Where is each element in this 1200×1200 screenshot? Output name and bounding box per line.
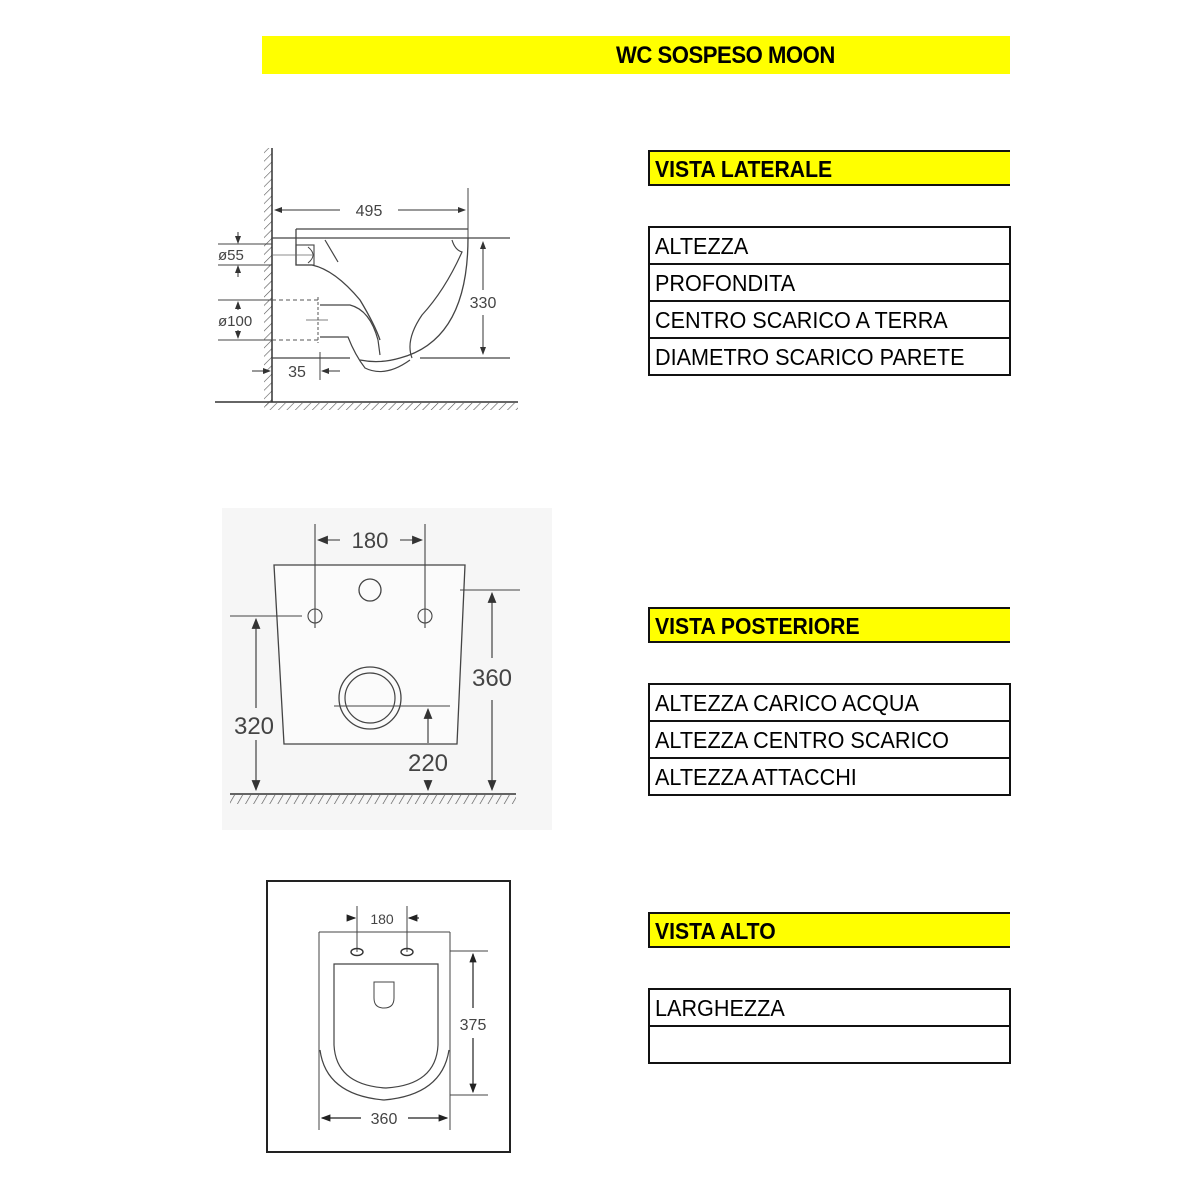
outlet-height-dimension: 220 xyxy=(408,750,448,777)
depth-dimension: 495 xyxy=(356,203,383,220)
spec-row xyxy=(650,1027,1009,1062)
outlet-diameter-dimension: ø100 xyxy=(218,313,252,330)
spec-label: ALTEZZA CENTRO SCARICO xyxy=(655,727,949,753)
section-heading-rear-view: VISTA POSTERIORE xyxy=(648,607,1010,643)
width-dimension: 360 xyxy=(371,1111,398,1128)
spec-label: CENTRO SCARICO A TERRA xyxy=(655,307,948,333)
side-view-drawing: 495 ø55 ø100 330 35 xyxy=(215,148,518,410)
spec-table-rear-view: ALTEZZA CARICO ACQUA ALTEZZA CENTRO SCAR… xyxy=(648,683,1011,796)
top-fixing-spacing-dimension: 180 xyxy=(370,911,394,927)
section-heading-top-view: VISTA ALTO xyxy=(648,912,1010,948)
fixing-spacing-dimension: 180 xyxy=(352,528,389,553)
spec-row: ALTEZZA CARICO ACQUA xyxy=(650,685,1009,722)
spec-row: CENTRO SCARICO A TERRA xyxy=(650,302,1009,339)
fixing-height-dimension: 320 xyxy=(234,713,274,740)
spec-row: ALTEZZA ATTACCHI xyxy=(650,759,1009,794)
inlet-diameter-dimension: ø55 xyxy=(218,247,244,264)
spec-label: ALTEZZA CARICO ACQUA xyxy=(655,690,919,716)
spec-label: PROFONDITA xyxy=(655,270,796,296)
spec-row: LARGHEZZA xyxy=(650,990,1009,1027)
spec-label: DIAMETRO SCARICO PARETE xyxy=(655,344,965,370)
rear-view-drawing: 180 320 360 220 xyxy=(222,508,552,830)
spec-label: ALTEZZA ATTACCHI xyxy=(655,764,857,790)
section-heading-text: VISTA LATERALE xyxy=(655,156,833,182)
section-heading-text: VISTA POSTERIORE xyxy=(655,613,860,639)
spec-row: PROFONDITA xyxy=(650,265,1009,302)
spec-row: ALTEZZA CENTRO SCARICO xyxy=(650,722,1009,759)
length-dimension: 375 xyxy=(460,1017,487,1034)
spec-row: DIAMETRO SCARICO PARETE xyxy=(650,339,1009,374)
top-view-drawing: 180 375 360 xyxy=(266,880,511,1153)
spec-label: ALTEZZA xyxy=(655,233,749,259)
document-title: WC SOSPESO MOON xyxy=(616,42,835,69)
section-heading-side-view: VISTA LATERALE xyxy=(648,150,1010,186)
spec-label: LARGHEZZA xyxy=(655,995,785,1021)
section-heading-text: VISTA ALTO xyxy=(655,918,776,944)
height-dimension: 330 xyxy=(470,295,497,312)
title-bar xyxy=(262,36,1010,74)
spec-table-top-view: LARGHEZZA xyxy=(648,988,1011,1064)
inlet-height-dimension: 360 xyxy=(472,665,512,692)
spec-row: ALTEZZA xyxy=(650,228,1009,265)
spec-table-side-view: ALTEZZA PROFONDITA CENTRO SCARICO A TERR… xyxy=(648,226,1011,376)
outlet-offset-dimension: 35 xyxy=(288,364,306,381)
